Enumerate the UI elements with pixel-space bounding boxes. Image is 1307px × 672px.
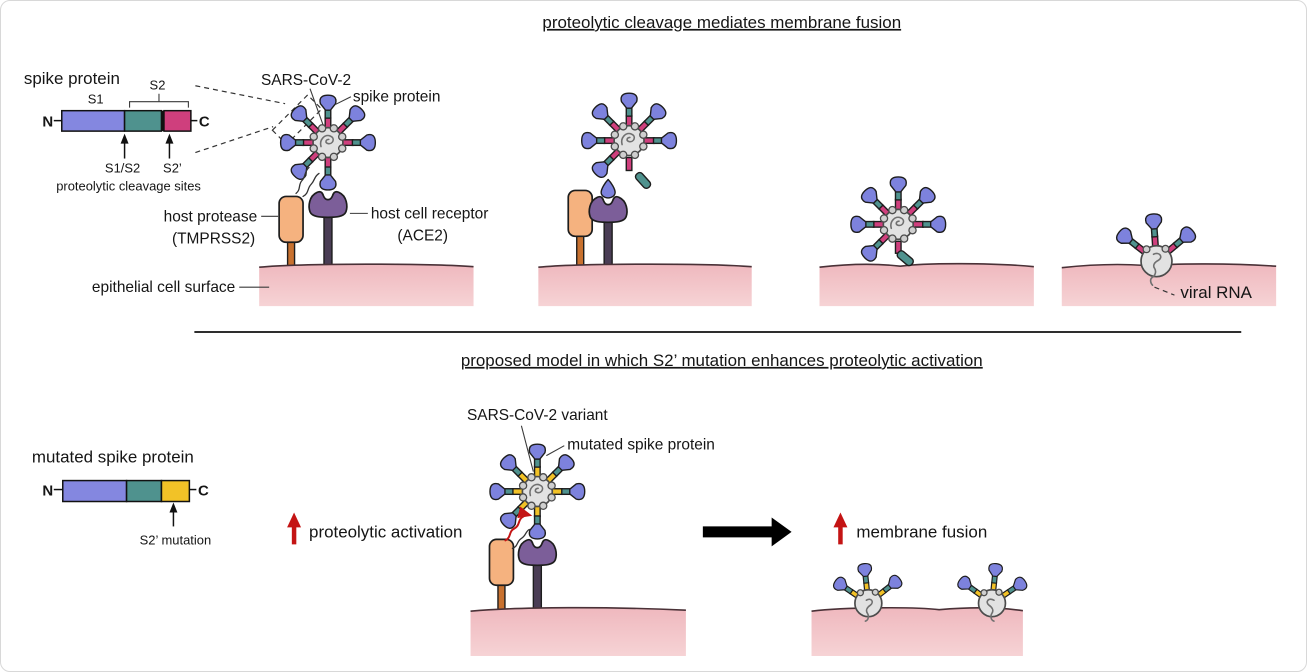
viral-rna-strand <box>986 598 995 622</box>
mutated-spike-diagram: mutated spike protein N C S2’ mutation <box>32 448 211 548</box>
up-arrow-red <box>287 512 302 528</box>
virion-variant-bound <box>489 443 586 540</box>
viral-rna-strand <box>864 598 873 622</box>
s2prime-arrow <box>165 133 174 144</box>
up-arrow-red <box>833 512 848 528</box>
spike-domain-diagram: spike protein S2 S1 N C S1/S2 S2’ proteo… <box>24 69 323 193</box>
c-terminus-label: C <box>199 114 210 131</box>
label-host-protease: host protease <box>164 208 258 225</box>
s1-fragment-on-ace2 <box>600 178 616 199</box>
membrane-fusion-annotation <box>833 512 848 545</box>
mutation-arrow <box>169 502 178 513</box>
s2prime-site-label: S2’ <box>163 160 182 175</box>
transition-arrow <box>702 517 792 547</box>
s2-label: S2 <box>150 78 166 93</box>
label-variant: SARS-CoV-2 variant <box>467 407 608 424</box>
s2prime-mutation-label: S2’ mutation <box>140 532 212 547</box>
spike-diagram-heading: spike protein <box>24 69 120 88</box>
label-tmprss2: (TMPRSS2) <box>172 230 255 247</box>
ace2-panel1 <box>308 190 348 275</box>
epithelial-membrane-variant <box>470 606 686 657</box>
virion-variant-fused-2 <box>955 562 1030 622</box>
epithelial-membrane-3 <box>819 262 1034 307</box>
n-terminus-label: N <box>42 114 53 131</box>
enhanced-cleavage-arrow <box>504 506 533 542</box>
s1s2-site-label: S1/S2 <box>105 160 140 175</box>
s2prime-site-divider <box>160 110 165 132</box>
epithelial-membrane-2 <box>538 263 752 307</box>
label-proteolytic-activation: proteolytic activation <box>309 522 462 541</box>
cleavage-squiggle-variant <box>511 528 531 550</box>
cleavage-squiggle-1 <box>295 166 310 195</box>
epithelial-membrane-1 <box>259 263 474 307</box>
label-spike-protein: spike protein <box>353 89 441 106</box>
callout-dashed-box <box>271 94 323 146</box>
s2prime-domain-bar <box>163 109 192 132</box>
virion-variant-fused-1 <box>830 562 905 622</box>
s1-label: S1 <box>88 92 104 107</box>
c-terminus-label: C <box>198 483 209 500</box>
s2-bracket <box>129 93 189 108</box>
label-host-cell-receptor: host cell receptor <box>371 205 489 222</box>
cleavage-sites-caption: proteolytic cleavage sites <box>56 178 201 193</box>
label-sars-cov-2: SARS-CoV-2 <box>261 72 351 89</box>
viral-rna-pointer <box>1154 286 1175 296</box>
s1-domain-bar <box>61 109 126 132</box>
virion-bound <box>279 94 377 191</box>
cleaved-spike-stub <box>625 156 633 172</box>
virion-fused-rna-release <box>1113 212 1199 286</box>
label-ace2: (ACE2) <box>397 227 448 244</box>
label-mutated-spike: mutated spike protein <box>567 437 715 454</box>
callout-line-bottom <box>195 126 274 154</box>
mutated-s2prime-bar <box>160 479 191 503</box>
s2-domain-bar <box>123 109 163 132</box>
label-viral-rna: viral RNA <box>1180 283 1252 302</box>
virion-released <box>581 92 678 190</box>
proteolytic-activation-annotation <box>287 512 302 545</box>
bottom-section-title: proposed model in which S2’ mutation enh… <box>461 351 983 370</box>
s1-domain-bar <box>62 479 128 503</box>
viral-rna-strand <box>1149 252 1162 286</box>
mutated-diagram-heading: mutated spike protein <box>32 448 194 467</box>
callout-line-top <box>195 85 286 105</box>
label-membrane-fusion: membrane fusion <box>856 522 987 541</box>
s1s2-arrow <box>120 133 129 144</box>
top-section-title: proteolytic cleavage mediates membrane f… <box>542 13 901 32</box>
fusion-peptide-fragment <box>896 250 914 267</box>
virion-fusing <box>850 176 947 267</box>
cleaved-fragment <box>634 171 652 190</box>
cleavage-squiggle-2 <box>302 172 320 198</box>
n-terminus-label: N <box>42 483 53 500</box>
s2-domain-bar <box>125 479 163 503</box>
tmprss2-panel2 <box>567 189 594 274</box>
label-epithelial-surface: epithelial cell surface <box>92 279 235 296</box>
